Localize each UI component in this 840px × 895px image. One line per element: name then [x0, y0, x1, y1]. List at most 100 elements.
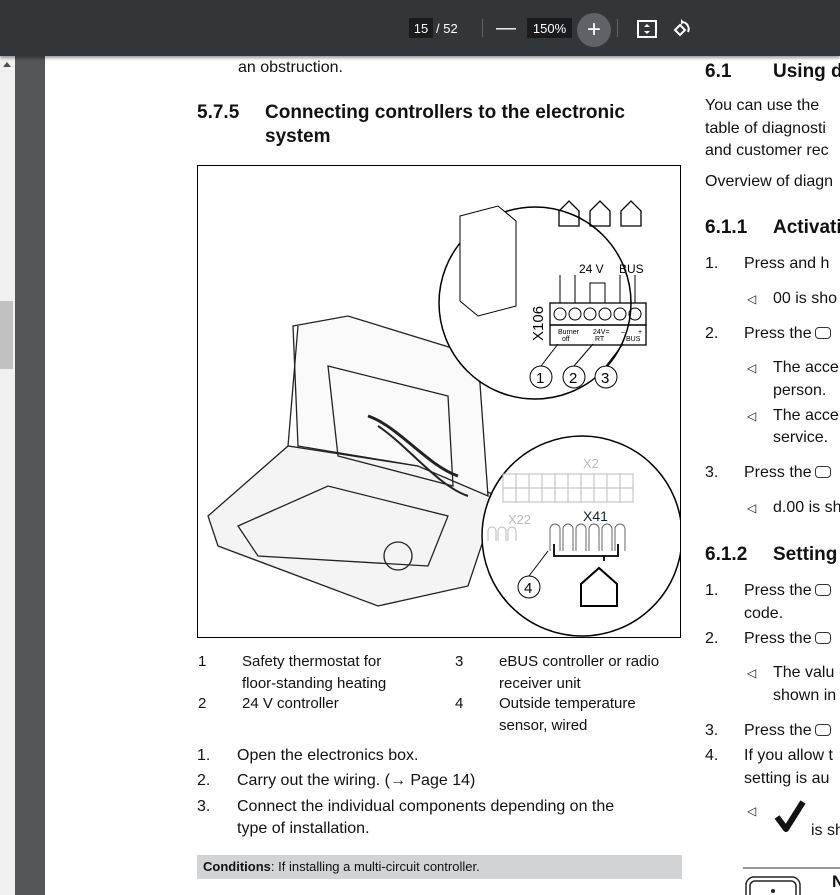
- scroll-up-icon[interactable]: [3, 62, 11, 67]
- step-text: Press the: [744, 720, 831, 742]
- step-num: 2.: [705, 630, 719, 647]
- divider: [743, 867, 840, 869]
- section-title: Activati: [773, 217, 840, 238]
- total-pages: / 52: [436, 20, 458, 36]
- callout-4: 4: [524, 580, 532, 597]
- label-burner: Burner: [558, 329, 580, 336]
- result-text: is sh: [811, 822, 840, 839]
- divider: [482, 19, 483, 37]
- result-text: service.: [773, 429, 829, 446]
- label-24v: 24 V: [579, 262, 604, 276]
- scrollbar[interactable]: [0, 56, 15, 895]
- legend-text: receiver unit: [499, 675, 581, 692]
- label-x106: X106: [530, 306, 547, 341]
- note-heading: N: [832, 872, 840, 891]
- detail-circle-x41: X2 X22 X41 4: [481, 435, 683, 637]
- result-text: The acce: [773, 359, 839, 376]
- step-text: Press the: [744, 580, 831, 602]
- result-text: person.: [773, 382, 827, 399]
- rotate-icon: [673, 19, 690, 37]
- step-num: 3.: [197, 798, 211, 815]
- mode-key-icon: [814, 466, 831, 478]
- step-text: Press and h: [744, 255, 830, 272]
- body-text: Overview of diagn: [705, 173, 834, 190]
- legend-num: 1: [198, 653, 207, 670]
- step-text: type of installation.: [237, 820, 370, 837]
- step-num: 2.: [705, 325, 719, 342]
- page-number-input[interactable]: 15: [409, 18, 433, 38]
- label-24v-rt: 24V=: [593, 329, 610, 336]
- zoom-level-input[interactable]: 150%: [527, 18, 572, 38]
- step-num: 4.: [705, 747, 719, 764]
- fit-page-button[interactable]: [636, 18, 658, 40]
- body-text: an obstruction.: [238, 59, 343, 76]
- step-text: Open the electronics box.: [237, 747, 419, 764]
- boiler-illustration: [207, 315, 499, 607]
- step-text: setting is au: [744, 770, 830, 787]
- step-num: 3.: [705, 464, 719, 481]
- step-text: Press the: [744, 323, 831, 345]
- label-x22: X22: [508, 512, 531, 527]
- result-text: d.00 is sh: [773, 499, 840, 516]
- step-text: If you allow t: [744, 747, 833, 764]
- minus-key-icon: [814, 724, 831, 736]
- section-title: Using d: [773, 61, 840, 82]
- rotate-button[interactable]: [671, 18, 693, 40]
- step-num: 1.: [705, 582, 719, 599]
- step-num: 3.: [705, 722, 719, 739]
- fit-page-icon: [637, 20, 657, 38]
- section-title-cont: system: [265, 126, 331, 147]
- result-marker: ◁: [747, 292, 757, 306]
- step-num: 2.: [197, 772, 211, 789]
- result-text: The acce: [773, 407, 839, 424]
- result-marker: ◁: [747, 804, 757, 818]
- section-title: Connecting controllers to the electronic: [265, 102, 625, 123]
- section-number: 6.1.1: [705, 217, 748, 238]
- section-number: 6.1: [705, 61, 732, 82]
- section-title: Setting: [773, 544, 838, 565]
- divider: [617, 19, 618, 37]
- step-text: Press the: [744, 628, 831, 650]
- section-number: 6.1.2: [705, 544, 748, 565]
- label-minus: –: [621, 329, 625, 336]
- label-bus: BUS: [619, 262, 644, 276]
- legend-num: 3: [455, 653, 464, 670]
- callout-1: 1: [536, 370, 544, 387]
- label-x2: X2: [583, 456, 599, 471]
- zoom-in-button[interactable]: +: [577, 13, 611, 47]
- result-marker: ◁: [747, 501, 757, 515]
- section-number: 5.7.5: [197, 102, 240, 123]
- label-plus: +: [638, 329, 642, 336]
- legend-num: 4: [455, 695, 464, 712]
- mode-key-icon: [814, 632, 831, 644]
- wiring-figure: 24 V BUS X106 Burner off 24V= RT – + BUS…: [197, 165, 683, 638]
- conditions-bar: Conditions: If installing a multi-circui…: [197, 855, 682, 879]
- legend-num: 2: [198, 695, 207, 712]
- conditions-label: Conditions: [203, 859, 271, 874]
- step-text: code.: [744, 605, 784, 622]
- step-num: 1.: [705, 255, 719, 272]
- step-text: Connect the individual components depend…: [237, 798, 615, 815]
- minus-key-icon: [814, 584, 831, 596]
- conditions-text: : If installing a multi-circuit controll…: [270, 859, 480, 874]
- detail-circle-x106: 24 V BUS X106 Burner off 24V= RT – + BUS…: [438, 200, 647, 400]
- zoom-out-button[interactable]: —: [496, 16, 516, 39]
- minus-key-icon: [814, 327, 831, 339]
- plus-icon: +: [586, 16, 601, 43]
- body-text: You can use the: [705, 97, 820, 114]
- legend-text: Outside temperature: [499, 695, 636, 712]
- step-text: Press the: [744, 462, 831, 484]
- result-text: 00 is sho: [773, 290, 838, 307]
- body-text: table of diagnosti: [705, 120, 826, 137]
- minus-icon: —: [496, 16, 516, 39]
- label-bus-small: BUS: [626, 336, 641, 343]
- pdf-page: an obstruction. 5.7.5 Connecting control…: [45, 56, 840, 895]
- body-text: and customer rec: [705, 142, 829, 159]
- step-text: Carry out the wiring. (→ Page 14): [237, 772, 476, 789]
- legend-text: Safety thermostat for: [242, 653, 382, 670]
- legend-text: 24 V controller: [242, 695, 339, 712]
- scrollbar-thumb[interactable]: [0, 301, 13, 369]
- result-text: shown in: [773, 687, 837, 704]
- note-icon: [745, 876, 801, 895]
- callout-2: 2: [569, 370, 577, 387]
